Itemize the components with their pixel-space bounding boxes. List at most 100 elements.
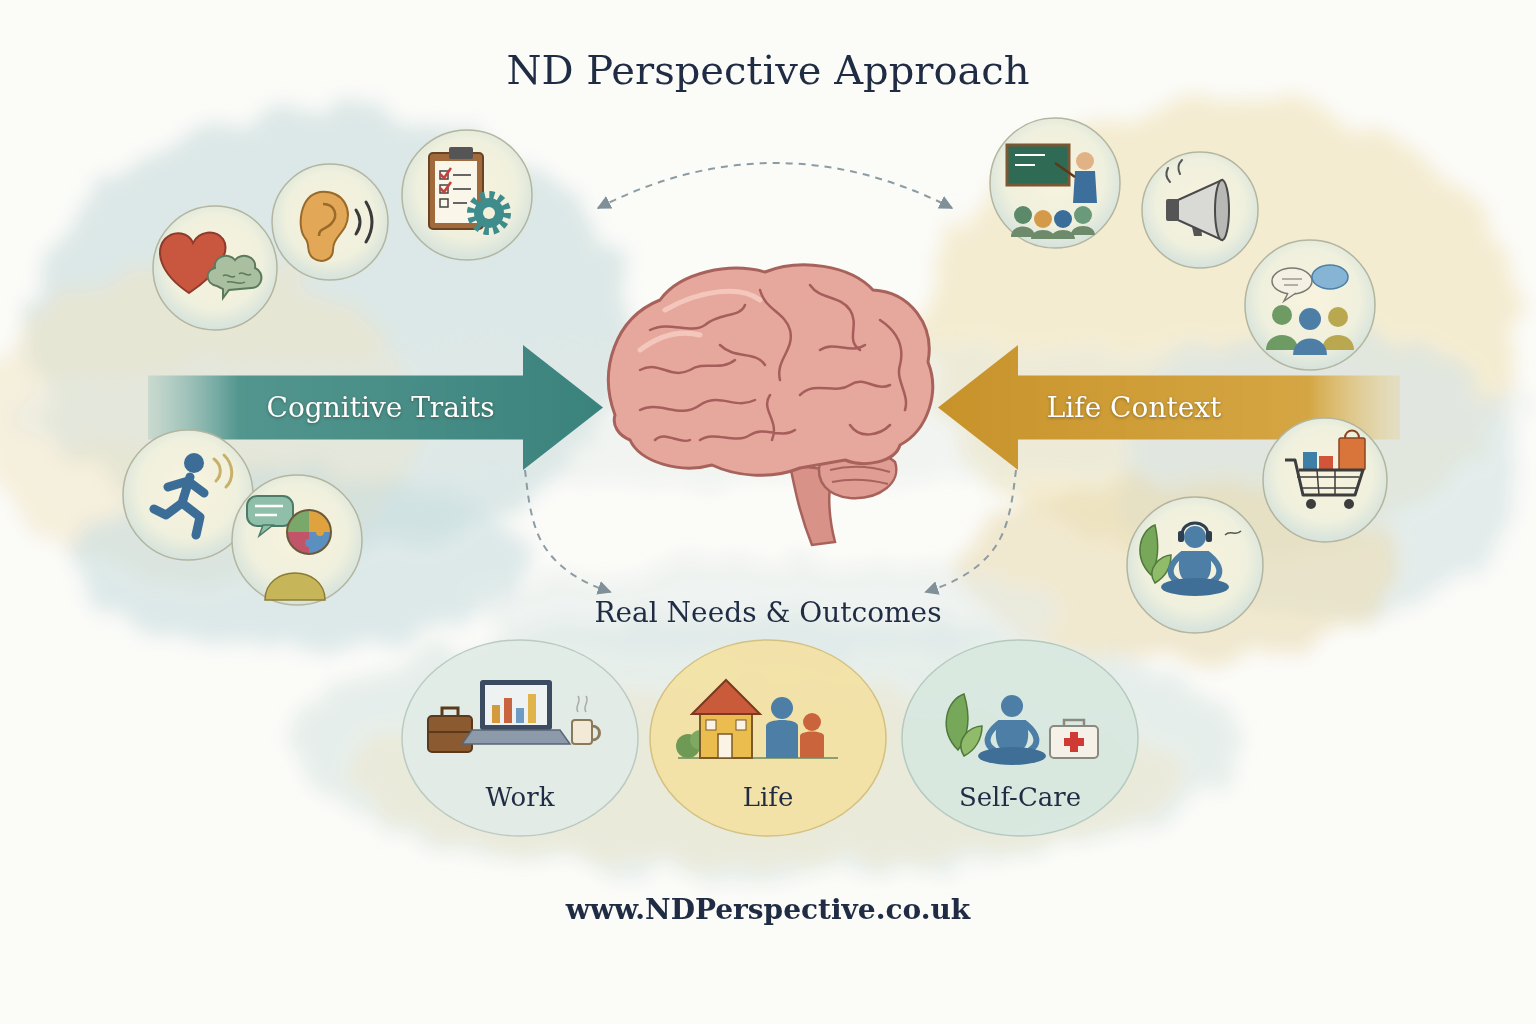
work-icons-part [462,730,570,744]
work-icons-part [485,685,547,725]
mindfulness-icon-part [1225,531,1241,535]
movement-icon-part [184,453,204,473]
work-icons-part [428,716,472,752]
self-care-icons-part [1050,726,1098,758]
outcome-circle: Life [648,638,888,838]
ear-icon-part [301,192,348,261]
teacher-icon [990,118,1120,248]
ear-icon-part [319,204,335,236]
mindfulness-icon [1127,497,1263,633]
speech-puzzle-icon-part [265,573,325,600]
teacher-icon-part [1034,210,1052,228]
checklist-icon-part [474,198,504,228]
shopping-icon-part [1306,499,1316,509]
outcome-circle-fill [902,640,1138,836]
group-chat-icon-part [1312,265,1348,289]
ear-icon-part [356,202,372,242]
megaphone-icon-part [1142,152,1258,268]
mindfulness-icon-part [1206,531,1212,542]
teacher-icon-part [1011,226,1095,239]
shopping-icon-part [1303,452,1317,470]
shopping-icon [1263,418,1387,542]
meditating-figure-part [1001,695,1023,717]
life-icons-part [803,713,821,731]
checklist-icon-part [483,207,495,219]
outcome-circle-fill [402,640,638,836]
speech-puzzle-icon-part [287,510,331,554]
work-icons-part [504,698,512,723]
shopping-icon-part [1263,418,1387,542]
mindfulness-icon-part [1184,526,1206,548]
heart-mind-icon-part [223,273,251,284]
teacher-icon-part [1014,206,1032,224]
shopping-icon-part [1319,456,1333,470]
heart-mind-icon [153,206,277,330]
speech-puzzle-icon-part [305,539,313,547]
wash-patches [0,100,1528,875]
node-label: Work [486,782,555,813]
self-care-icons-part [1064,738,1084,746]
checklist-icon [402,130,532,260]
context-arrow-fill [938,345,1400,470]
ear-icon-part [272,164,388,280]
work-icons-part [492,705,500,723]
checklist-icon-part [471,195,507,231]
heart-mind-icon-part [153,206,277,330]
top-dashed-arc [598,163,952,208]
ear-icon [272,164,388,280]
shopping-icon-part [1339,438,1365,470]
teacher-icon-part [1054,210,1072,228]
node-label: Real Needs & Outcomes [594,596,941,630]
node-label: Life [743,782,794,813]
work-icons-part [480,680,552,730]
teacher-icon-part [1073,171,1097,203]
teacher-icon-part [990,118,1120,248]
life-icons-part [700,712,752,758]
mindfulness-icon-part [1182,523,1208,535]
mindfulness-icon-part [1171,555,1220,581]
site-caption: www.NDPerspective.co.uk [0,893,1536,927]
teacher-icon-part [1074,206,1092,224]
brain-illustration-part [609,265,933,475]
megaphone-icon-part [1166,199,1179,221]
shopping-icon-part [1344,499,1354,509]
dashed-connector [926,470,1016,592]
work-icons-part [428,731,472,733]
mindfulness-icon-part [1178,531,1184,542]
meditating-figure-part [978,747,1046,765]
mindfulness-icon-part [1127,497,1263,633]
life-icons-part [800,732,824,759]
group-chat-icon-part [1272,305,1292,325]
node-label: Cognitive Traits [266,391,494,425]
checklist-icon-part [435,161,477,223]
work-icons-part [528,694,536,723]
speech-puzzle-icon [232,475,362,605]
teacher-icon-part [1015,155,1045,165]
shopping-icon-part [1345,431,1359,439]
group-chat-icon [1245,240,1375,370]
brain-illustration [609,265,933,545]
life-icons-part [718,734,732,758]
movement-icon-part [214,455,232,487]
group-chat-icon-part [1293,339,1327,356]
mindfulness-icon-part [1161,578,1229,596]
checklist-icon-part [440,168,451,192]
outcome-band: Real Needs & Outcomes [580,592,955,634]
teacher-icon-part [1055,163,1075,177]
node-label: Self-Care [959,782,1081,813]
outcome-circle-fill [650,640,886,836]
group-chat-icon-part [1299,308,1321,330]
checklist-icon-part [440,199,448,207]
teacher-icon-part [1076,152,1094,170]
brain-illustration-part [830,467,890,484]
life-icons-part [706,720,716,730]
life-icons-part [771,697,793,719]
outcome-circle: Work [400,638,640,838]
checklist-icon-part [402,130,532,260]
checklist-icon-part [449,147,473,159]
group-chat-icon-part [1245,240,1375,370]
group-chat-icon-part [1328,307,1348,327]
